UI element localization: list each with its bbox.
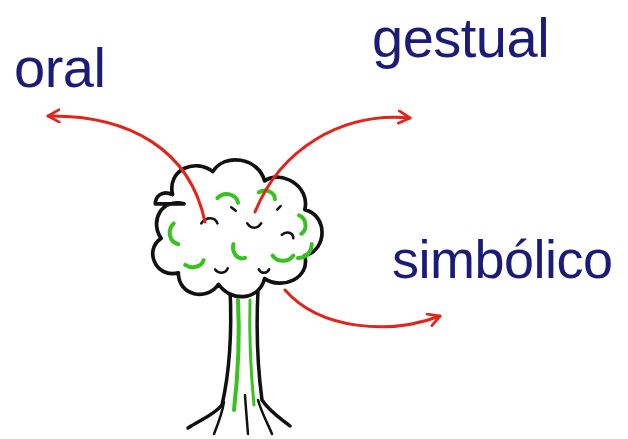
label-text: gestual [372,10,549,66]
arrow-to-oral [48,116,205,222]
leader-arrows [48,116,440,327]
label-text: simbólico [392,232,613,286]
arrow-to-gestual [255,117,410,212]
tree-trunk [188,288,290,434]
arrow-to-simbolico [285,290,440,327]
label-text: oral [14,40,105,96]
tree-crown [153,160,322,297]
